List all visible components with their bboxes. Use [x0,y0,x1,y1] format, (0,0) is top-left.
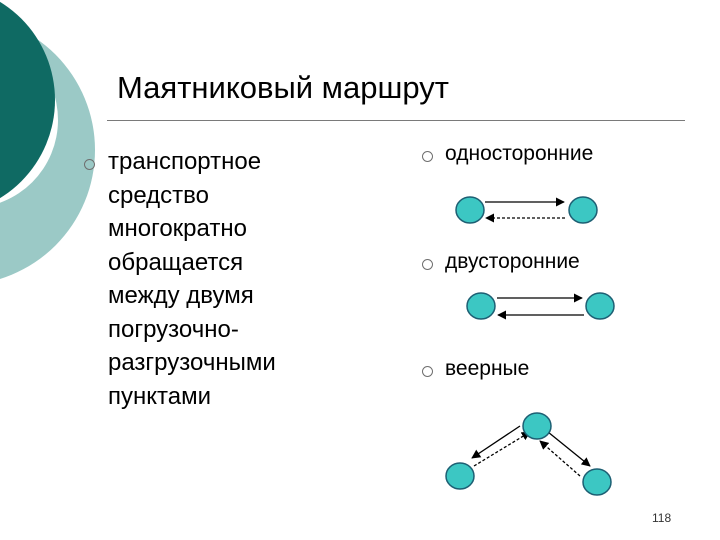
body-line: многократно [108,215,247,242]
route-type-bullet-icon [422,366,433,377]
body-line: пунктами [108,382,211,410]
deco-circle-dark [0,1,55,199]
route-node [455,196,485,224]
fan-left-outbound-arrow [471,425,521,459]
route-node [466,292,496,320]
slide-title: Маятниковый маршрут [117,70,449,105]
route-type-fan-label: веерные [445,357,530,380]
body-line: транспортное [108,148,262,175]
one-way-scheme [455,196,598,224]
body-line: погрузочно- [108,315,239,343]
fan-left-return-arrow [473,431,531,467]
route-type-two-way-label: двусторонние [445,250,580,273]
route-node [522,412,552,440]
route-node [445,462,475,490]
fan-right-return-arrow [539,440,581,477]
route-node [582,468,612,496]
body-bullet-icon [84,159,95,170]
route-type-bullet-icon [422,151,433,162]
route-node [585,292,615,320]
title-divider [107,120,685,121]
body-line: разгрузочными [108,349,276,376]
body-line: между двумя [108,282,254,309]
route-type-one-way-label: односторонние [445,142,594,165]
body-text: транспортное средство многократно обраща… [108,145,398,413]
fan-right-outbound-arrow [547,431,591,467]
body-line: средство [108,181,209,209]
page-number: 118 [652,511,672,525]
route-type-bullet-icon [422,259,433,270]
two-way-scheme [466,292,615,320]
fan-scheme [445,412,612,496]
body-line: обращается [108,248,244,276]
route-node [568,196,598,224]
